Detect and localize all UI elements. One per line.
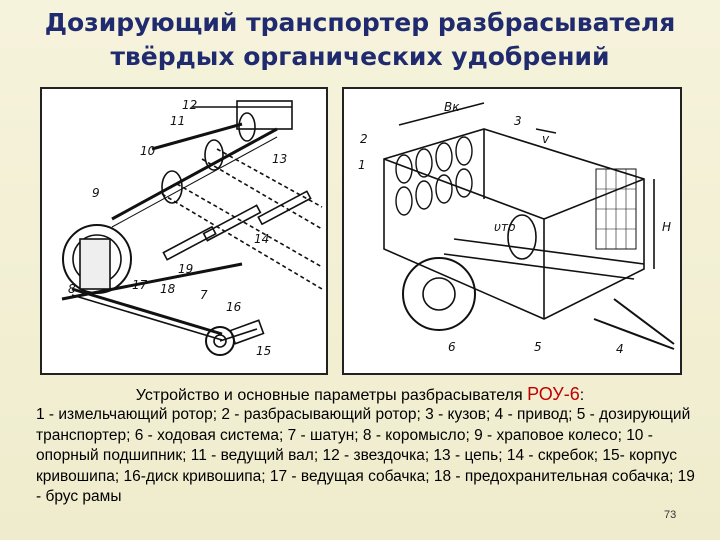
- conveyor-drive-figure: 12 11 10 13 9 14 19 8 17 18 7 16 15: [40, 87, 328, 375]
- label-6: 6: [448, 340, 456, 354]
- spreader-figure: Bк 3 v 2 1 H υтр 6 5 4: [342, 87, 682, 375]
- spreader-drawing: Bк 3 v 2 1 H υтр 6 5 4: [358, 100, 675, 356]
- caption-model: РОУ-6: [527, 384, 580, 404]
- label-15: 15: [256, 344, 271, 358]
- label-bk: Bк: [444, 100, 460, 114]
- conveyor-drive-drawing: 12 11 10 13 9 14 19 8 17 18 7 16 15: [61, 98, 323, 358]
- label-12: 12: [182, 98, 197, 112]
- caption-colon: :: [579, 387, 585, 404]
- label-17: 17: [132, 278, 148, 292]
- label-18: 18: [160, 282, 176, 296]
- label-7: 7: [200, 288, 208, 302]
- caption-text: Устройство и основные параметры разбрасы…: [135, 387, 528, 404]
- label-16: 16: [226, 300, 242, 314]
- label-4: 4: [616, 342, 624, 356]
- label-14: 14: [254, 232, 269, 246]
- label-vtr: υтр: [494, 220, 516, 234]
- label-2: 2: [360, 132, 368, 146]
- label-5: 5: [534, 340, 542, 354]
- label-9: 9: [92, 186, 100, 200]
- label-13: 13: [272, 152, 287, 166]
- parts-legend: 1 - измельчающий ротор; 2 - разбрасывающ…: [36, 406, 695, 505]
- page-number: 73: [664, 509, 677, 521]
- slide-title: Дозирующий транспортер разбрасывателя тв…: [44, 8, 676, 71]
- label-v: v: [542, 132, 550, 146]
- label-11: 11: [170, 114, 185, 128]
- label-h: H: [662, 220, 671, 234]
- figure-caption: Устройство и основные параметры разбрасы…: [0, 384, 720, 406]
- label-3: 3: [514, 114, 522, 128]
- label-10: 10: [140, 144, 156, 158]
- label-8: 8: [68, 282, 76, 296]
- label-1: 1: [358, 158, 366, 172]
- label-19: 19: [178, 262, 193, 276]
